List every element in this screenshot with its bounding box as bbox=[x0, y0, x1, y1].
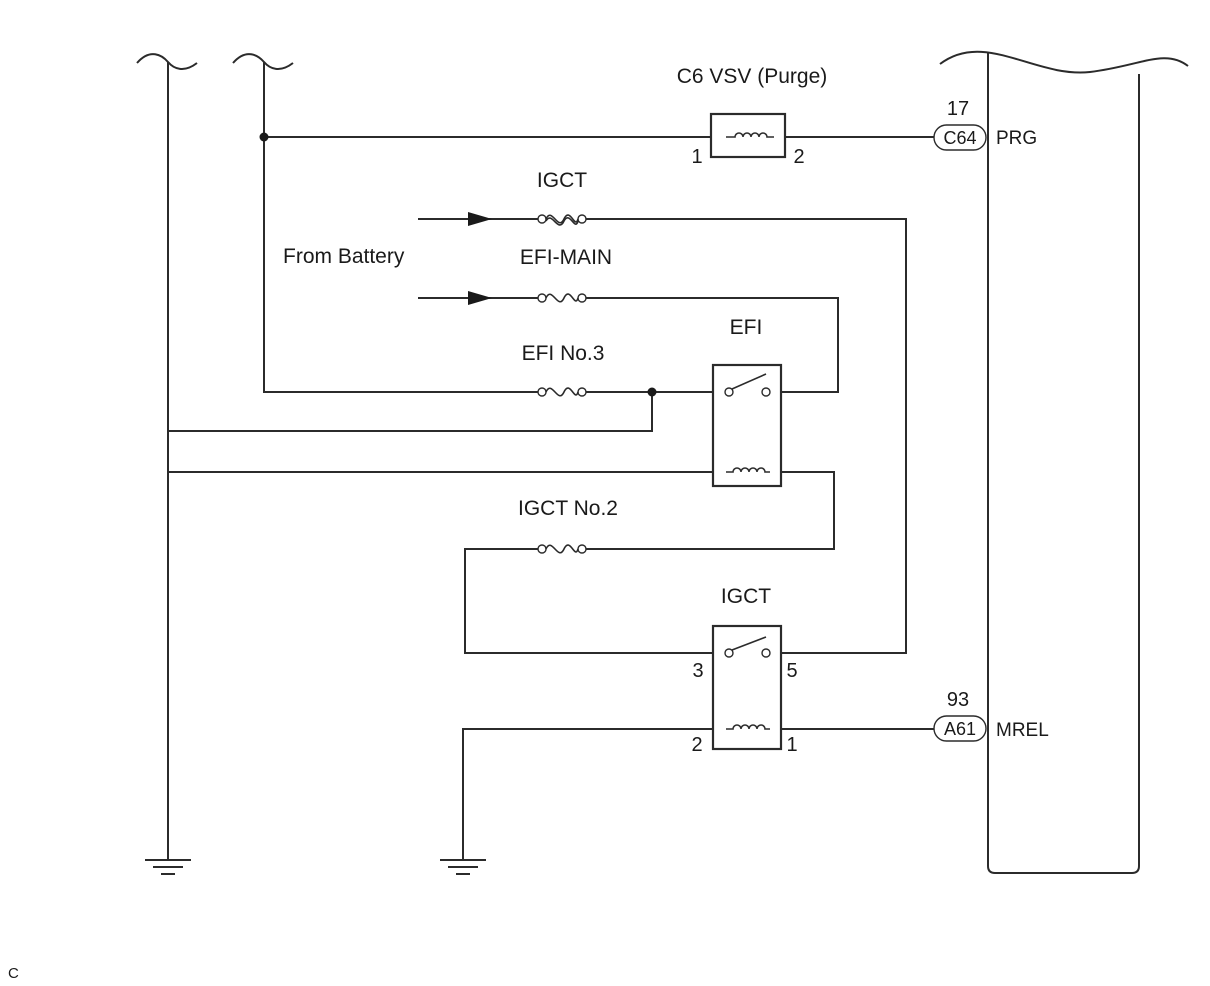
efi-relay-label: EFI bbox=[730, 316, 763, 339]
fuse-igct-no2 bbox=[537, 544, 587, 554]
relay-igct bbox=[711, 624, 783, 751]
igct-relay-pin-5: 5 bbox=[786, 660, 797, 682]
junction-dot bbox=[259, 132, 269, 142]
relay-efi bbox=[711, 363, 783, 488]
battery-arrow-efi-main bbox=[468, 291, 492, 305]
fuse-igct bbox=[537, 214, 587, 226]
wire-igct-coil bbox=[462, 728, 934, 860]
from-battery-label: From Battery bbox=[283, 245, 405, 268]
prg-pin-number: 17 bbox=[947, 98, 969, 120]
wire-junction-left bbox=[168, 392, 653, 432]
wire-second-vertical bbox=[263, 62, 538, 393]
fuse-efi-no3 bbox=[537, 387, 587, 397]
igct-relay-label: IGCT bbox=[721, 585, 771, 608]
wire-igct-feed bbox=[418, 218, 907, 654]
junction-dot bbox=[647, 387, 657, 397]
mrel-pin-number: 93 bbox=[947, 689, 969, 711]
battery-arrow-igct bbox=[468, 212, 492, 226]
igct-no2-label: IGCT No.2 bbox=[518, 497, 618, 520]
prg-signal-label: PRG bbox=[996, 128, 1037, 149]
mrel-signal-label: MREL bbox=[996, 720, 1049, 741]
connector-a61-label: A61 bbox=[944, 719, 976, 739]
ground-symbol bbox=[440, 859, 486, 875]
igct-relay-pin-2: 2 bbox=[691, 734, 702, 756]
footer-code: C bbox=[8, 965, 19, 982]
ground-symbol bbox=[145, 859, 191, 875]
ecm-block bbox=[939, 50, 1189, 874]
vsv-pin-1: 1 bbox=[691, 146, 702, 168]
efi-no3-label: EFI No.3 bbox=[522, 342, 605, 365]
connector-a61 bbox=[933, 715, 987, 742]
efi-main-label: EFI-MAIN bbox=[520, 246, 612, 269]
vsv-label: C6 VSV (Purge) bbox=[677, 65, 828, 88]
connector-c64 bbox=[933, 124, 987, 151]
wire-efi-coil bbox=[168, 471, 835, 654]
fuse-efi-main bbox=[537, 293, 587, 303]
igct-fuse-label: IGCT bbox=[537, 169, 587, 192]
connector-c64-label: C64 bbox=[943, 128, 976, 148]
vsv-purge bbox=[709, 112, 787, 159]
vsv-pin-2: 2 bbox=[793, 146, 804, 168]
igct-relay-pin-3: 3 bbox=[692, 660, 703, 682]
igct-relay-pin-1: 1 bbox=[786, 734, 797, 756]
